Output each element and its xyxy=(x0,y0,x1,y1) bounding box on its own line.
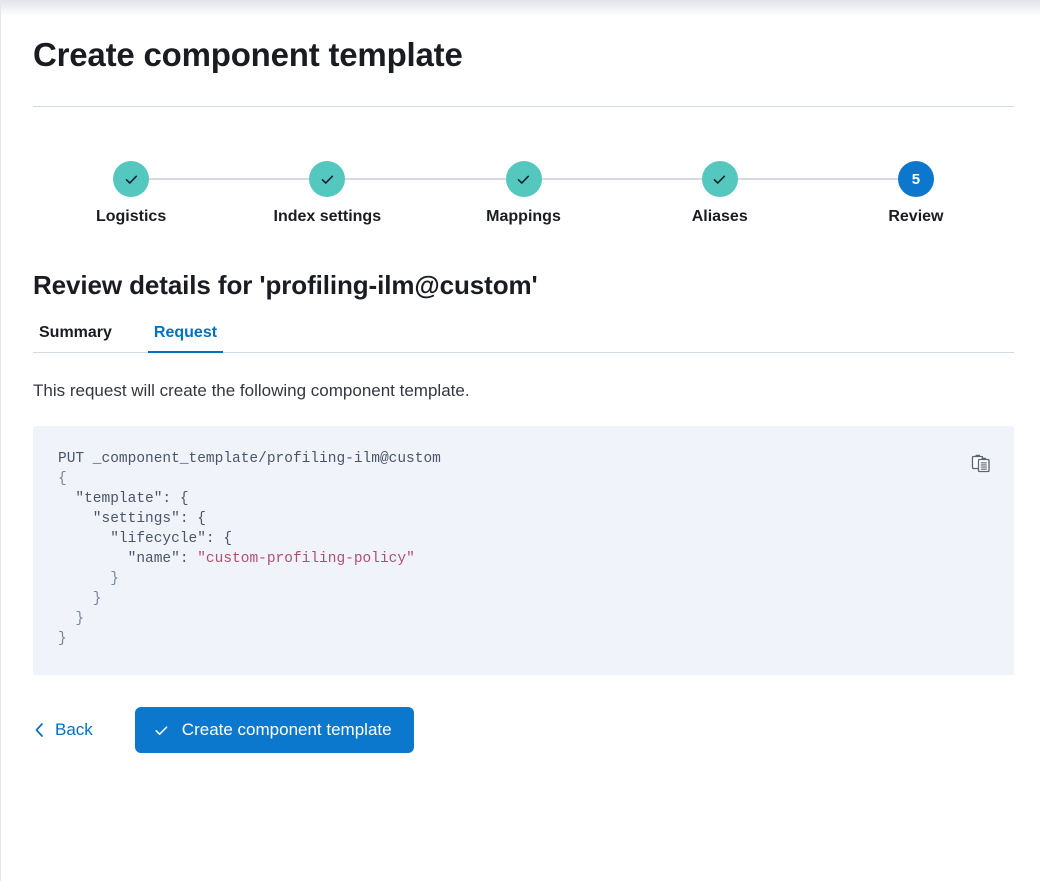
check-icon xyxy=(713,175,726,184)
review-tabs: Summary Request xyxy=(33,323,1014,354)
step-index-settings[interactable]: Index settings xyxy=(229,161,524,226)
check-icon xyxy=(517,175,530,184)
step-label: Logistics xyxy=(95,208,167,226)
code-line-5: "name": "custom-profiling-policy" xyxy=(58,551,415,567)
step-connector xyxy=(719,178,916,181)
code-line-3: "settings": { xyxy=(58,511,206,528)
code-line-4: "lifecycle": { xyxy=(58,531,233,548)
create-component-template-button[interactable]: Create component template xyxy=(134,707,414,754)
step-label: Mappings xyxy=(486,208,561,226)
step-logistics[interactable]: Logistics xyxy=(33,161,328,226)
wizard-footer: Back Create component template xyxy=(33,707,1008,793)
chevron-left-icon xyxy=(35,723,43,737)
request-code-text: PUT _component_template/profiling-ilm@cu… xyxy=(33,449,1014,649)
step-status-current: 5 xyxy=(897,161,934,198)
page-title: Create component template xyxy=(33,36,463,73)
step-aliases[interactable]: Aliases xyxy=(622,161,916,226)
step-number: 5 xyxy=(911,170,921,188)
code-line-7: } xyxy=(58,591,102,608)
back-button[interactable]: Back xyxy=(33,720,93,740)
step-label: Review xyxy=(888,208,944,226)
step-connector xyxy=(523,178,720,181)
step-review[interactable]: 5 Review xyxy=(818,161,1014,226)
review-heading: Review details for 'profiling-ilm@custom… xyxy=(33,270,538,301)
step-mappings[interactable]: Mappings xyxy=(425,161,720,226)
step-status-complete xyxy=(701,161,738,198)
check-icon xyxy=(155,725,168,735)
copy-clipboard-icon-glyph xyxy=(971,454,990,473)
step-connector xyxy=(131,178,328,181)
request-code-block: PUT _component_template/profiling-ilm@cu… xyxy=(33,426,1014,676)
wizard-stepper: Logistics Index settings Mappi xyxy=(33,161,1014,226)
code-method-line: PUT _component_template/profiling-ilm@cu… xyxy=(58,451,441,468)
check-icon xyxy=(321,175,333,184)
code-line-1: { xyxy=(58,471,67,488)
step-label: Aliases xyxy=(691,208,748,226)
tab-request[interactable]: Request xyxy=(147,323,224,354)
code-line-9: } xyxy=(58,631,67,648)
code-line-6: } xyxy=(58,571,119,588)
code-line-8: } xyxy=(58,611,85,628)
check-icon xyxy=(125,175,137,184)
code-key-name: "name": xyxy=(58,551,198,568)
step-connector xyxy=(327,178,524,181)
step-status-complete xyxy=(505,161,542,198)
tab-summary[interactable]: Summary xyxy=(33,323,118,353)
step-status-complete xyxy=(309,161,346,198)
request-description: This request will create the following c… xyxy=(33,381,470,401)
copy-clipboard-icon[interactable] xyxy=(964,446,998,480)
code-line-2: "template": { xyxy=(58,491,189,508)
create-component-template-label: Create component template xyxy=(181,720,392,740)
title-divider xyxy=(33,106,1014,108)
step-label: Index settings xyxy=(273,208,382,226)
code-string-value: "custom-profiling-policy" xyxy=(197,551,415,568)
step-status-complete xyxy=(113,161,150,198)
back-button-label: Back xyxy=(55,720,93,740)
